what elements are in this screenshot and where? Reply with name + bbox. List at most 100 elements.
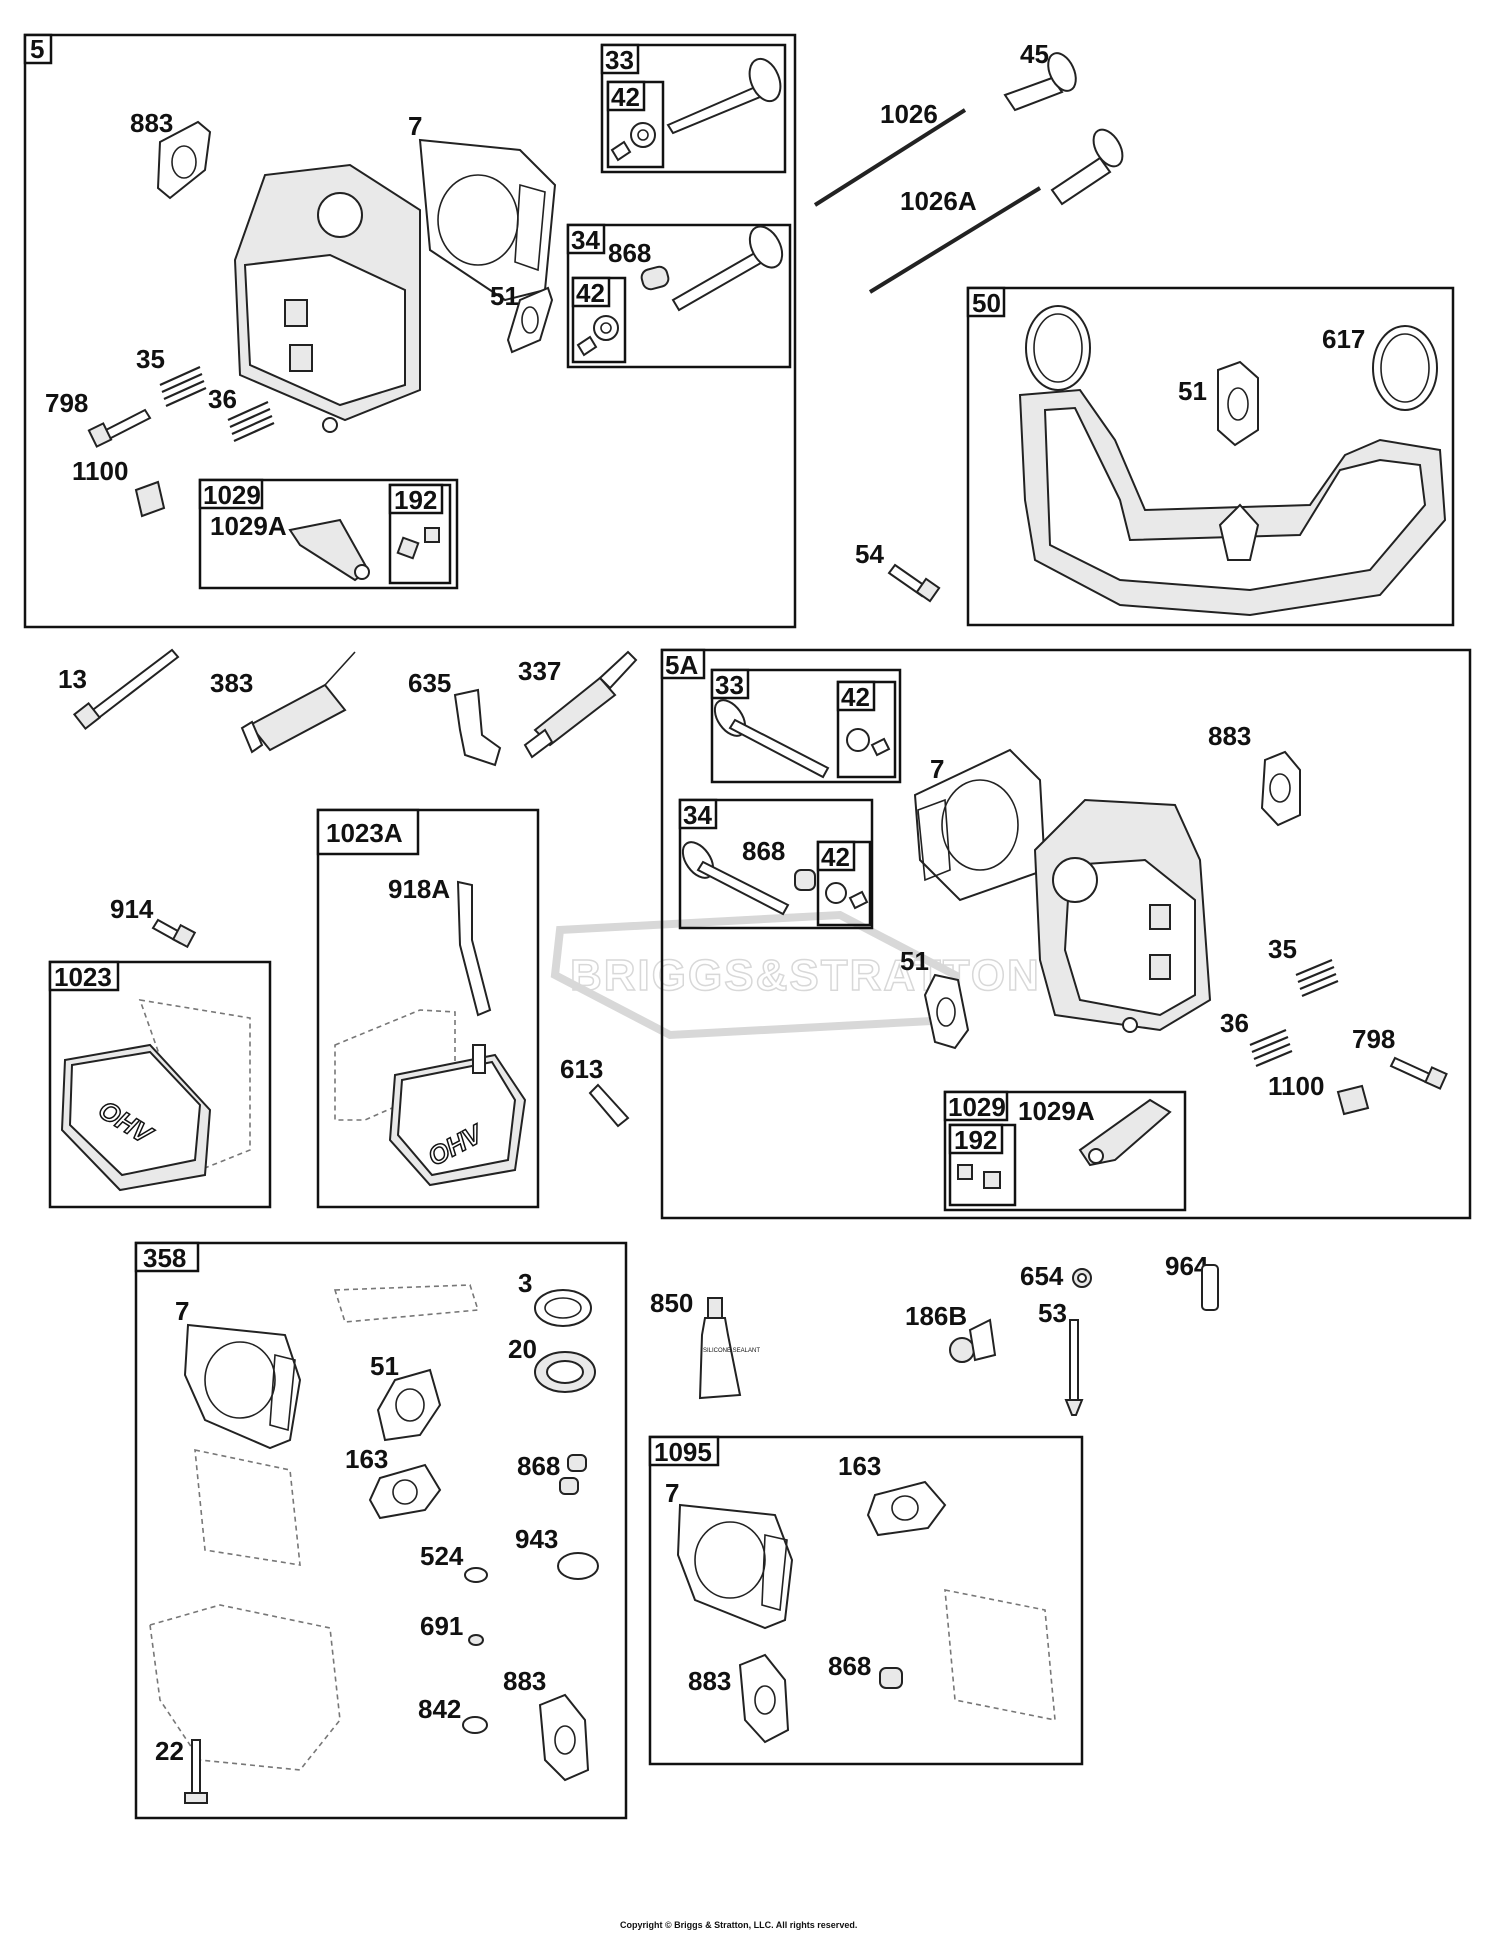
exhaust-valve-stem bbox=[671, 248, 768, 312]
assembly-5: 5 33 42 34 868 42 883 7 bbox=[23, 33, 797, 629]
label-3: 3 bbox=[518, 1268, 532, 1298]
fitting-186B-body bbox=[968, 1318, 997, 1362]
label-358: 358 bbox=[143, 1243, 186, 1273]
label-192-top: 192 bbox=[394, 485, 437, 515]
assembly-1023A: 1023A 918A OHV bbox=[316, 808, 540, 1209]
o-ring-691-part bbox=[468, 1634, 484, 1646]
copyright-notice: Copyright © Briggs & Stratton, LLC. All … bbox=[620, 1920, 857, 1930]
rocker-nut-guide-b-part bbox=[1336, 1084, 1370, 1116]
breather-383-body bbox=[248, 683, 347, 752]
head-gasket-1095-slot bbox=[761, 1534, 788, 1612]
label-51-manifold: 51 bbox=[1178, 376, 1207, 406]
head-gasket-1095-part bbox=[676, 1503, 794, 1630]
tag-42-b2 bbox=[816, 840, 856, 872]
frame-1029-b bbox=[943, 1090, 1187, 1212]
manifold-gasket-part bbox=[1217, 360, 1259, 447]
label-1100-top: 1100 bbox=[72, 456, 128, 486]
head-gasket-b-slot bbox=[917, 798, 951, 882]
intake-gasket-port bbox=[521, 306, 539, 334]
label-842: 842 bbox=[418, 1694, 461, 1724]
keeper-b1 bbox=[846, 728, 870, 752]
label-42-top: 42 bbox=[611, 82, 640, 112]
exhaust-gasket-1095-part bbox=[738, 1653, 790, 1744]
frame-34-b bbox=[678, 798, 874, 930]
label-163-1095: 163 bbox=[838, 1451, 881, 1481]
valve-b2-stem bbox=[696, 860, 790, 916]
bolt-13-head bbox=[72, 701, 102, 731]
label-1100-b: 1100 bbox=[1268, 1071, 1324, 1101]
spark-plug-boot-part bbox=[453, 688, 502, 767]
label-7-1095: 7 bbox=[665, 1478, 679, 1508]
manifold-seal-right-inner bbox=[1380, 333, 1430, 403]
label-51-top: 51 bbox=[490, 281, 519, 311]
rocker-stud-b1 bbox=[1149, 904, 1171, 930]
tag-1029-b bbox=[943, 1090, 1009, 1122]
tag-1095 bbox=[648, 1435, 720, 1467]
label-53: 53 bbox=[1038, 1298, 1067, 1328]
sleeve-964-part bbox=[1201, 1264, 1219, 1311]
valve-collet-part-2 bbox=[576, 335, 598, 357]
carb-gasket-set-port bbox=[392, 1479, 418, 1505]
rocker-stud-1 bbox=[284, 299, 308, 327]
tag-50 bbox=[966, 286, 1006, 318]
label-20: 20 bbox=[508, 1334, 537, 1364]
label-914: 914 bbox=[110, 894, 154, 924]
tag-192-b bbox=[948, 1123, 1004, 1155]
frame-1029 bbox=[198, 478, 459, 590]
manifold-bolt-54-head bbox=[915, 577, 941, 603]
label-383: 383 bbox=[210, 668, 253, 698]
collet-b1 bbox=[870, 737, 891, 757]
label-42-b2: 42 bbox=[821, 842, 850, 872]
label-798-b: 798 bbox=[1352, 1024, 1395, 1054]
pushrods-area: 45 1026 1026A bbox=[813, 39, 1124, 294]
keeper-b2 bbox=[825, 882, 847, 904]
cylinder-head-b-port bbox=[1052, 857, 1098, 903]
pushrod-1026A-part bbox=[868, 186, 1042, 294]
valve-seal-set-1 bbox=[567, 1454, 587, 1472]
loose-parts-middle: 13 383 635 337 914 613 bbox=[58, 648, 638, 1128]
label-7-top: 7 bbox=[408, 111, 422, 141]
head-gasket-set-slot bbox=[269, 1353, 296, 1432]
intake-gasket-b-part bbox=[923, 973, 970, 1050]
label-51-set: 51 bbox=[370, 1351, 399, 1381]
intake-gasket-set-part bbox=[376, 1368, 442, 1442]
tag-34 bbox=[566, 223, 606, 255]
bolt-13-shank bbox=[88, 648, 180, 722]
label-34-b: 34 bbox=[683, 800, 712, 830]
head-bolt-798-hex bbox=[87, 422, 113, 448]
tag-42-b1 bbox=[836, 680, 876, 712]
assembly-50: 50 617 51 54 bbox=[855, 286, 1455, 627]
frame-5 bbox=[23, 33, 797, 629]
frame-358 bbox=[134, 1241, 628, 1820]
label-186B: 186B bbox=[905, 1301, 967, 1331]
valve-seal-1095-part bbox=[879, 1667, 903, 1689]
assembly-5A: 5A 33 42 34 868 42 7 883 bbox=[660, 648, 1472, 1220]
valve-collet-part bbox=[610, 140, 632, 162]
intake-manifold-inlet bbox=[1218, 503, 1260, 561]
valve-spring-35 bbox=[159, 365, 207, 408]
rocker-screw-b-part bbox=[957, 1164, 973, 1180]
head-gasket-set-bore bbox=[204, 1341, 276, 1419]
frame-1023A bbox=[316, 808, 540, 1209]
intake-gasket-set-port bbox=[395, 1388, 425, 1422]
frame-50 bbox=[966, 286, 1455, 627]
label-883-set: 883 bbox=[503, 1666, 546, 1696]
label-850: 850 bbox=[650, 1288, 693, 1318]
label-51-b: 51 bbox=[900, 946, 929, 976]
sealant-tube-label: SILICONE SEALANT bbox=[703, 1348, 760, 1354]
label-943: 943 bbox=[515, 1524, 558, 1554]
label-36-b: 36 bbox=[1220, 1008, 1249, 1038]
tag-1023 bbox=[48, 960, 120, 992]
tag-42-mid bbox=[571, 276, 611, 308]
label-7-b: 7 bbox=[930, 754, 944, 784]
o-ring-943-part bbox=[557, 1552, 599, 1580]
tag-33-b bbox=[710, 668, 750, 700]
rocker-nut-part bbox=[396, 536, 420, 560]
tag-1023A bbox=[316, 808, 420, 856]
head-gasket-1095-bore bbox=[694, 1521, 766, 1599]
rocker-nut-guide-part bbox=[134, 480, 166, 518]
rocker-nut-b-part bbox=[983, 1171, 1001, 1189]
valve-keeper-part bbox=[630, 122, 656, 148]
head-gasket-pushrod-slot bbox=[514, 183, 546, 272]
